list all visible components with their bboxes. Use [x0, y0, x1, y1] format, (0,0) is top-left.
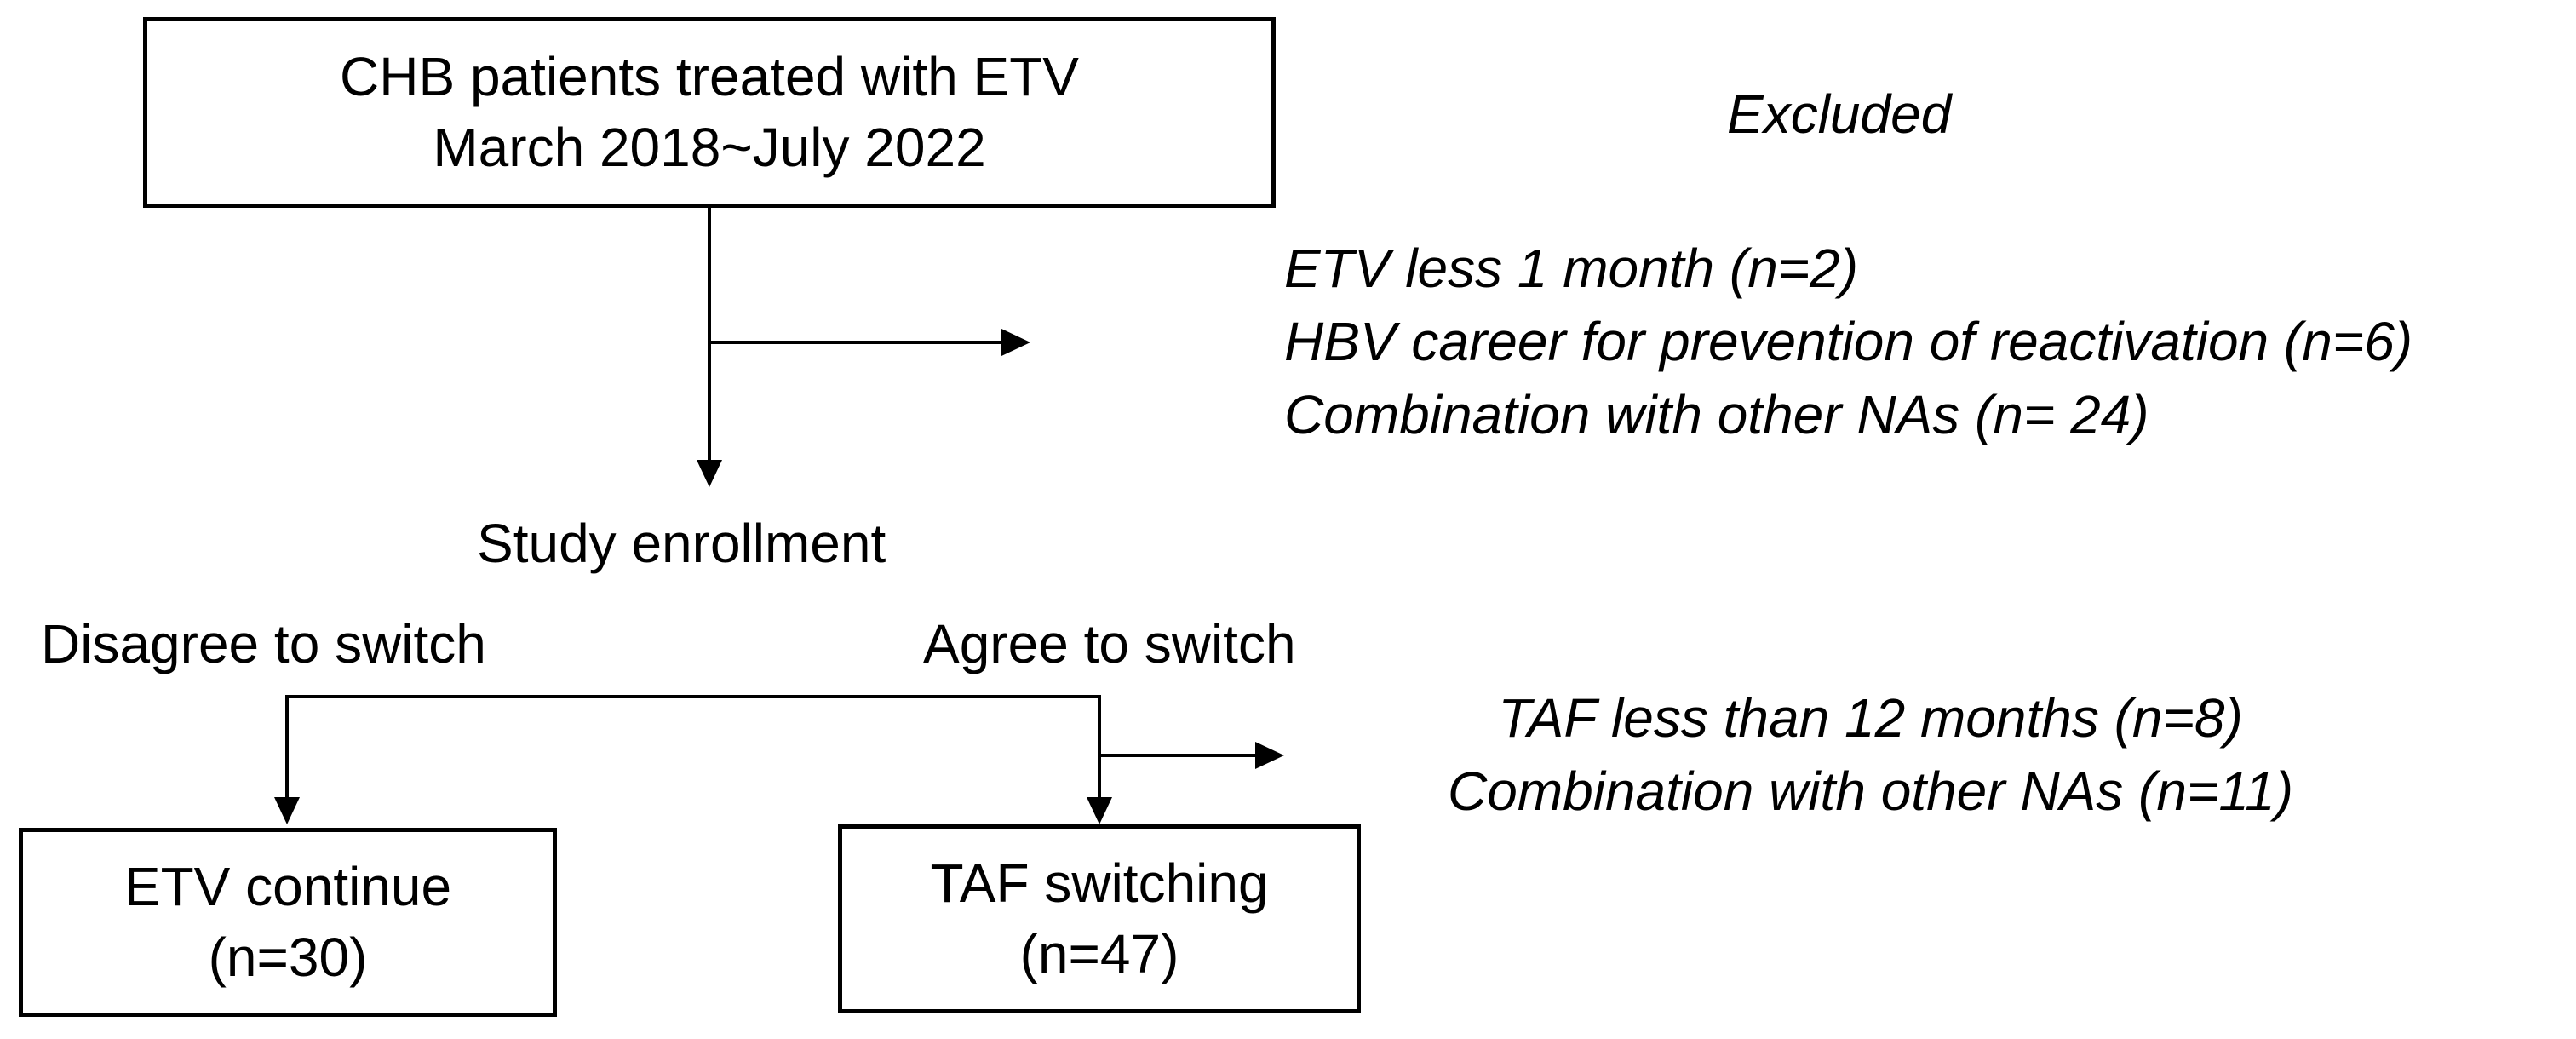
arrowhead-taf-box — [1087, 797, 1112, 824]
excluded-heading: Excluded — [1727, 83, 1952, 145]
first-exclusion-item: ETV less 1 month (n=2) — [1284, 238, 1859, 299]
disagree-to-switch-label: Disagree to switch — [41, 613, 486, 674]
second-exclusion-item: TAF less than 12 months (n=8) — [1498, 687, 2243, 749]
box-etv-continue-line1: ETV continue — [123, 855, 452, 917]
first-exclusions-list: ETV less 1 month (n=2) HBV career for pr… — [1284, 232, 2412, 451]
study-enrollment-label: Study enrollment — [477, 513, 886, 574]
box-taf-switching-count: (n=47) — [1019, 923, 1179, 984]
agree-to-switch-label: Agree to switch — [923, 613, 1296, 674]
second-exclusions-list: TAF less than 12 months (n=8) Combinatio… — [1448, 681, 2293, 828]
box-taf-switching: TAF switching (n=47) — [838, 824, 1361, 1013]
first-exclusion-item: Combination with other NAs (n= 24) — [1284, 384, 2149, 445]
arrowhead-second-exclusions — [1255, 742, 1284, 769]
arrowhead-etv-box — [274, 797, 300, 824]
box-etv-continue: ETV continue (n=30) — [19, 828, 557, 1017]
first-exclusion-item: HBV career for prevention of reactivatio… — [1284, 311, 2413, 372]
box-chb-patients: CHB patients treated with ETV March 2018… — [143, 17, 1276, 208]
box-chb-patients-line2: March 2018~July 2022 — [433, 117, 986, 178]
box-chb-patients-line1: CHB patients treated with ETV — [340, 45, 1079, 107]
arrowhead-first-exclusions — [1001, 329, 1030, 356]
box-taf-switching-line1: TAF switching — [930, 852, 1269, 914]
second-exclusion-item: Combination with other NAs (n=11) — [1448, 761, 2294, 822]
box-etv-continue-count: (n=30) — [208, 927, 368, 988]
arrowhead-enrollment — [697, 460, 722, 487]
